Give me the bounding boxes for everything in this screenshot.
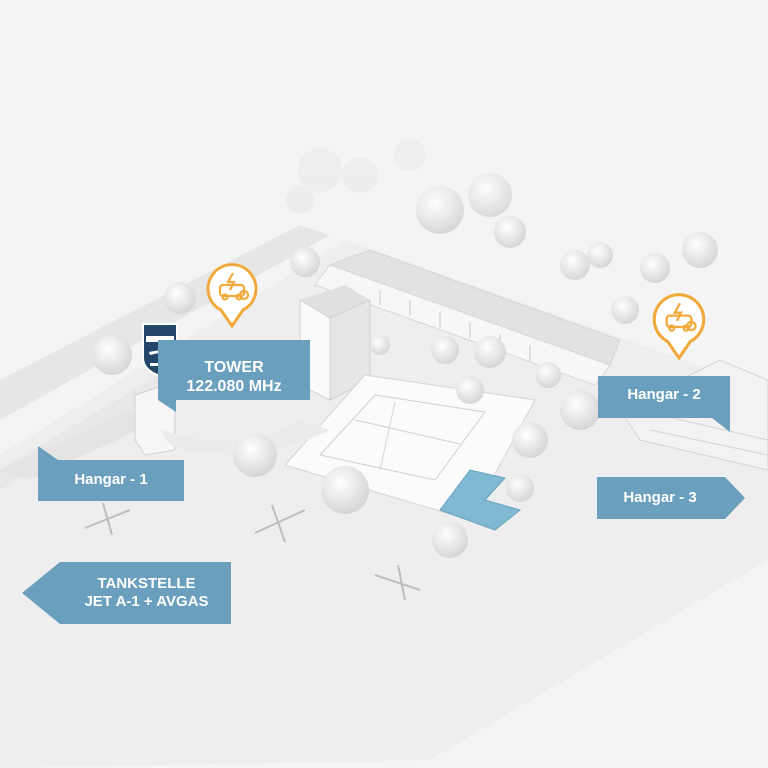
hangar-2-label-shape [598, 376, 730, 432]
ev-charging-icon [218, 272, 250, 301]
tower-label-shape [158, 340, 310, 412]
tankstelle-title: TANKSTELLE [97, 575, 196, 592]
hangar-2-label[interactable]: Hangar - 2 [598, 376, 730, 432]
hangar-3-text: Hangar - 3 [623, 489, 697, 506]
hangar-1-label-shape [38, 446, 184, 501]
ev-charging-icon [665, 302, 697, 332]
hangar-1-text: Hangar - 1 [74, 470, 148, 488]
hangar-2-text: Hangar - 2 [627, 386, 701, 403]
hangar-3-label[interactable]: Hangar - 3 [597, 477, 745, 519]
tankstelle-text: TANKSTELLE JET A-1 + AVGAS [44, 575, 208, 611]
tankstelle-label-shape [22, 562, 231, 624]
tankstelle-label[interactable]: TANKSTELLE JET A-1 + AVGAS [22, 562, 231, 624]
hangar-3-label-shape [597, 477, 745, 519]
tankstelle-fuels: JET A-1 + AVGAS [84, 593, 209, 610]
tower-label-text: TOWER 122.080 MHz [186, 356, 281, 396]
ev-charging-pin-tower[interactable] [206, 263, 258, 328]
tower-frequency: 122.080 MHz [186, 378, 282, 395]
tower-label[interactable]: TOWER 122.080 MHz [158, 340, 310, 412]
hangar-1-label[interactable]: Hangar - 1 [38, 446, 184, 501]
ev-charging-pin-hangar-2[interactable] [652, 293, 706, 360]
tower-name: TOWER [204, 358, 264, 376]
